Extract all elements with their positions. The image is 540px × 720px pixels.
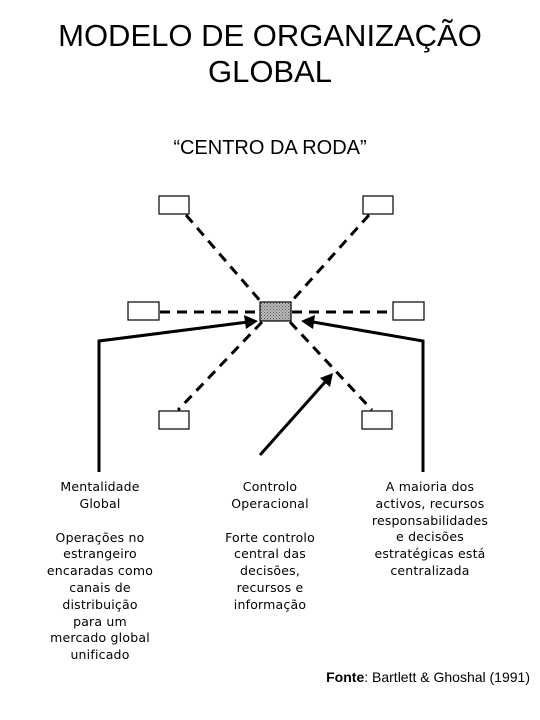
box-left [127,301,160,321]
column-operational-control: Controlo Operacional Forte controlo cent… [200,479,340,614]
source-citation: Fonte: Bartlett & Ghoshal (1991) [326,669,530,685]
box-bottom-right [361,410,393,430]
page-title: MODELO DE ORGANIZAÇÃO GLOBAL [0,18,540,90]
diagram-subtitle: “CENTRO DA RODA” [173,137,367,159]
arrow-center-head [320,373,333,387]
column-heading-line: Controlo [242,479,298,494]
column-body-line: recursos e [236,579,304,595]
column-body-line: informação [233,596,307,612]
column-body-line: responsabilidades [371,512,489,528]
column-body-line: encaradas como [46,563,154,579]
column-body-line: Forte controlo [225,529,315,545]
box-right [392,301,425,321]
box-top-right [362,195,394,215]
spoke-bottom-right [288,320,374,412]
center-box [259,301,292,322]
source-text: : Bartlett & Ghoshal (1991) [364,669,530,685]
column-body-line: canais de [69,579,131,595]
arrow-left-line [97,320,249,472]
column-body-line: Operações no [55,529,145,545]
column-heading-line: Global [79,495,121,511]
spoke-top-right [288,213,371,305]
column-global-mindset: Mentalidade Global Operações no estrange… [30,479,170,664]
column-body-line: para um [73,613,127,629]
source-label: Fonte [326,669,365,685]
column-heading-line: A maioria dos [385,479,475,494]
column-body-line: centralizada [390,562,470,578]
column-heading-line: activos, recursos [375,495,485,511]
spoke-bottom-left [176,320,264,412]
column-body-line: distribuição [62,596,138,612]
arrow-right-line [312,320,425,472]
box-top-left [158,195,190,215]
column-body-line: decisões, [239,563,301,579]
column-body-line: e decisões [396,529,464,545]
title-line-1: MODELO DE ORGANIZAÇÃO [58,18,482,53]
column-body-line: mercado global [50,630,150,646]
spoke-top-left [184,214,264,304]
title-line-2: GLOBAL [207,54,333,89]
column-heading-line: Mentalidade [60,479,140,494]
arrow-center-line [258,380,328,456]
box-bottom-left [158,410,190,430]
column-centralization: A maioria dos activos, recursos responsa… [355,479,505,580]
arrow-left-head [244,315,258,329]
column-body-line: estratégicas está [374,546,486,562]
column-body-line: estrangeiro [63,546,137,562]
column-heading-line: Operacional [231,495,309,511]
arrow-right-head [301,315,315,329]
column-body-line: central das [234,546,306,562]
column-body-line: unificado [70,647,130,663]
